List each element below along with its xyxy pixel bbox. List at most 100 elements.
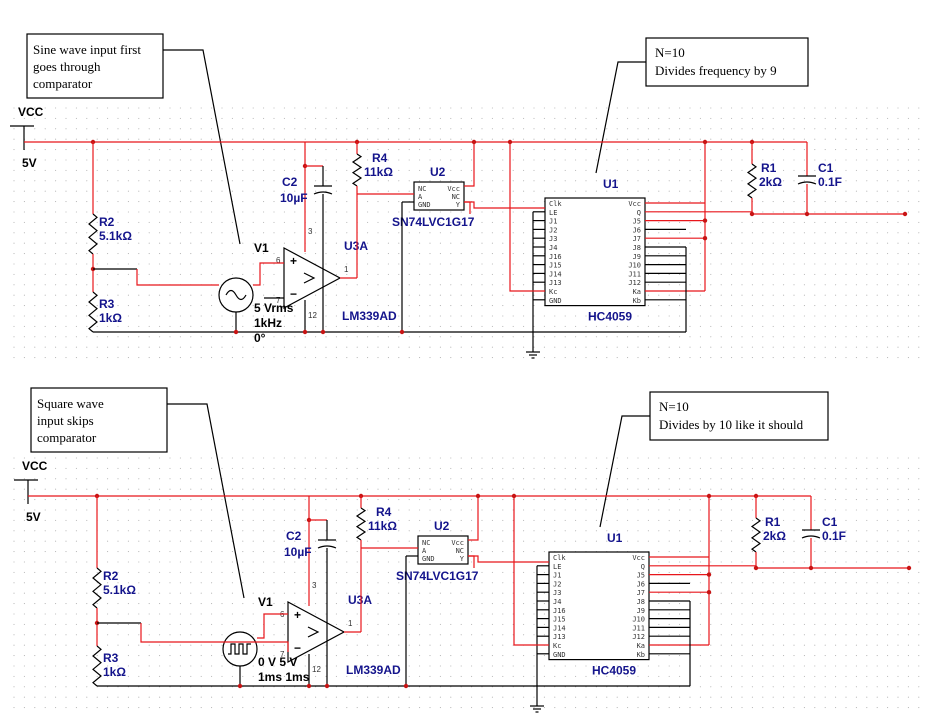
grid-dot: [803, 509, 805, 511]
grid-dot: [824, 180, 826, 182]
grid-dot: [148, 180, 150, 182]
grid-dot: [512, 273, 514, 275]
grid-dot: [159, 273, 161, 275]
grid-dot: [273, 675, 275, 677]
grid-dot: [845, 294, 847, 296]
grid-dot: [533, 655, 535, 657]
grid-dot: [346, 284, 348, 286]
grid-dot: [44, 117, 46, 119]
grid-dot: [304, 128, 306, 130]
grid-dot: [772, 613, 774, 615]
grid-dot: [273, 346, 275, 348]
grid-dot: [907, 530, 909, 532]
grid-dot: [606, 107, 608, 109]
grid-dot: [741, 325, 743, 327]
grid-dot: [190, 315, 192, 317]
grid-dot: [439, 263, 441, 265]
grid-dot: [606, 315, 608, 317]
grid-dot: [762, 571, 764, 573]
grid-dot: [689, 232, 691, 234]
grid-dot: [918, 592, 920, 594]
u2-pin-label: A: [422, 547, 427, 555]
grid-dot: [211, 603, 213, 605]
pin-num: 1: [344, 265, 349, 274]
grid-dot: [918, 242, 920, 244]
grid-dot: [450, 613, 452, 615]
grid-dot: [23, 634, 25, 636]
grid-dot: [367, 613, 369, 615]
grid-dot: [450, 138, 452, 140]
grid-dot: [814, 488, 816, 490]
grid-dot: [668, 509, 670, 511]
grid-dot: [398, 467, 400, 469]
grid-dot: [107, 582, 109, 584]
grid-dot: [377, 294, 379, 296]
grid-dot: [138, 211, 140, 213]
grid-dot: [398, 346, 400, 348]
u1-part: HC4059: [588, 310, 632, 324]
grid-dot: [699, 499, 701, 501]
grid-dot: [325, 253, 327, 255]
grid-dot: [783, 665, 785, 667]
grid-dot: [814, 499, 816, 501]
grid-dot: [387, 284, 389, 286]
grid-dot: [367, 242, 369, 244]
grid-dot: [450, 582, 452, 584]
grid-dot: [668, 707, 670, 709]
grid-dot: [460, 623, 462, 625]
grid-dot: [96, 159, 98, 161]
grid-dot: [824, 478, 826, 480]
grid-dot: [398, 488, 400, 490]
grid-dot: [481, 623, 483, 625]
grid-dot: [887, 284, 889, 286]
grid-dot: [75, 242, 77, 244]
grid-dot: [86, 519, 88, 521]
grid-dot: [627, 540, 629, 542]
grid-dot: [44, 253, 46, 255]
grid-dot: [783, 675, 785, 677]
grid-dot: [845, 655, 847, 657]
grid-dot: [585, 509, 587, 511]
grid-dot: [876, 509, 878, 511]
grid-dot: [23, 592, 25, 594]
grid-dot: [460, 519, 462, 521]
grid-dot: [387, 530, 389, 532]
grid-dot: [855, 138, 857, 140]
grid-dot: [179, 294, 181, 296]
grid-dot: [190, 190, 192, 192]
grid-dot: [13, 284, 15, 286]
grid-dot: [772, 284, 774, 286]
grid-dot: [772, 180, 774, 182]
grid-dot: [75, 488, 77, 490]
grid-dot: [679, 325, 681, 327]
grid-dot: [190, 561, 192, 563]
grid-dot: [107, 665, 109, 667]
grid-dot: [731, 346, 733, 348]
grid-dot: [772, 707, 774, 709]
grid-dot: [855, 294, 857, 296]
grid-dot: [471, 180, 473, 182]
grid-dot: [138, 221, 140, 223]
grid-dot: [658, 273, 660, 275]
grid-dot: [585, 315, 587, 317]
grid-dot: [887, 696, 889, 698]
grid-dot: [200, 530, 202, 532]
grid-dot: [814, 128, 816, 130]
grid-dot: [127, 232, 129, 234]
grid-dot: [200, 478, 202, 480]
grid-dot: [325, 551, 327, 553]
grid-dot: [252, 190, 254, 192]
grid-dot: [533, 242, 535, 244]
grid-dot: [699, 665, 701, 667]
grid-dot: [689, 117, 691, 119]
grid-dot: [55, 582, 57, 584]
grid-dot: [304, 696, 306, 698]
grid-dot: [450, 325, 452, 327]
grid-dot: [772, 169, 774, 171]
grid-dot: [502, 707, 504, 709]
grid-dot: [647, 117, 649, 119]
grid-dot: [897, 242, 899, 244]
grid-dot: [793, 707, 795, 709]
grid-dot: [876, 263, 878, 265]
grid-dot: [398, 117, 400, 119]
